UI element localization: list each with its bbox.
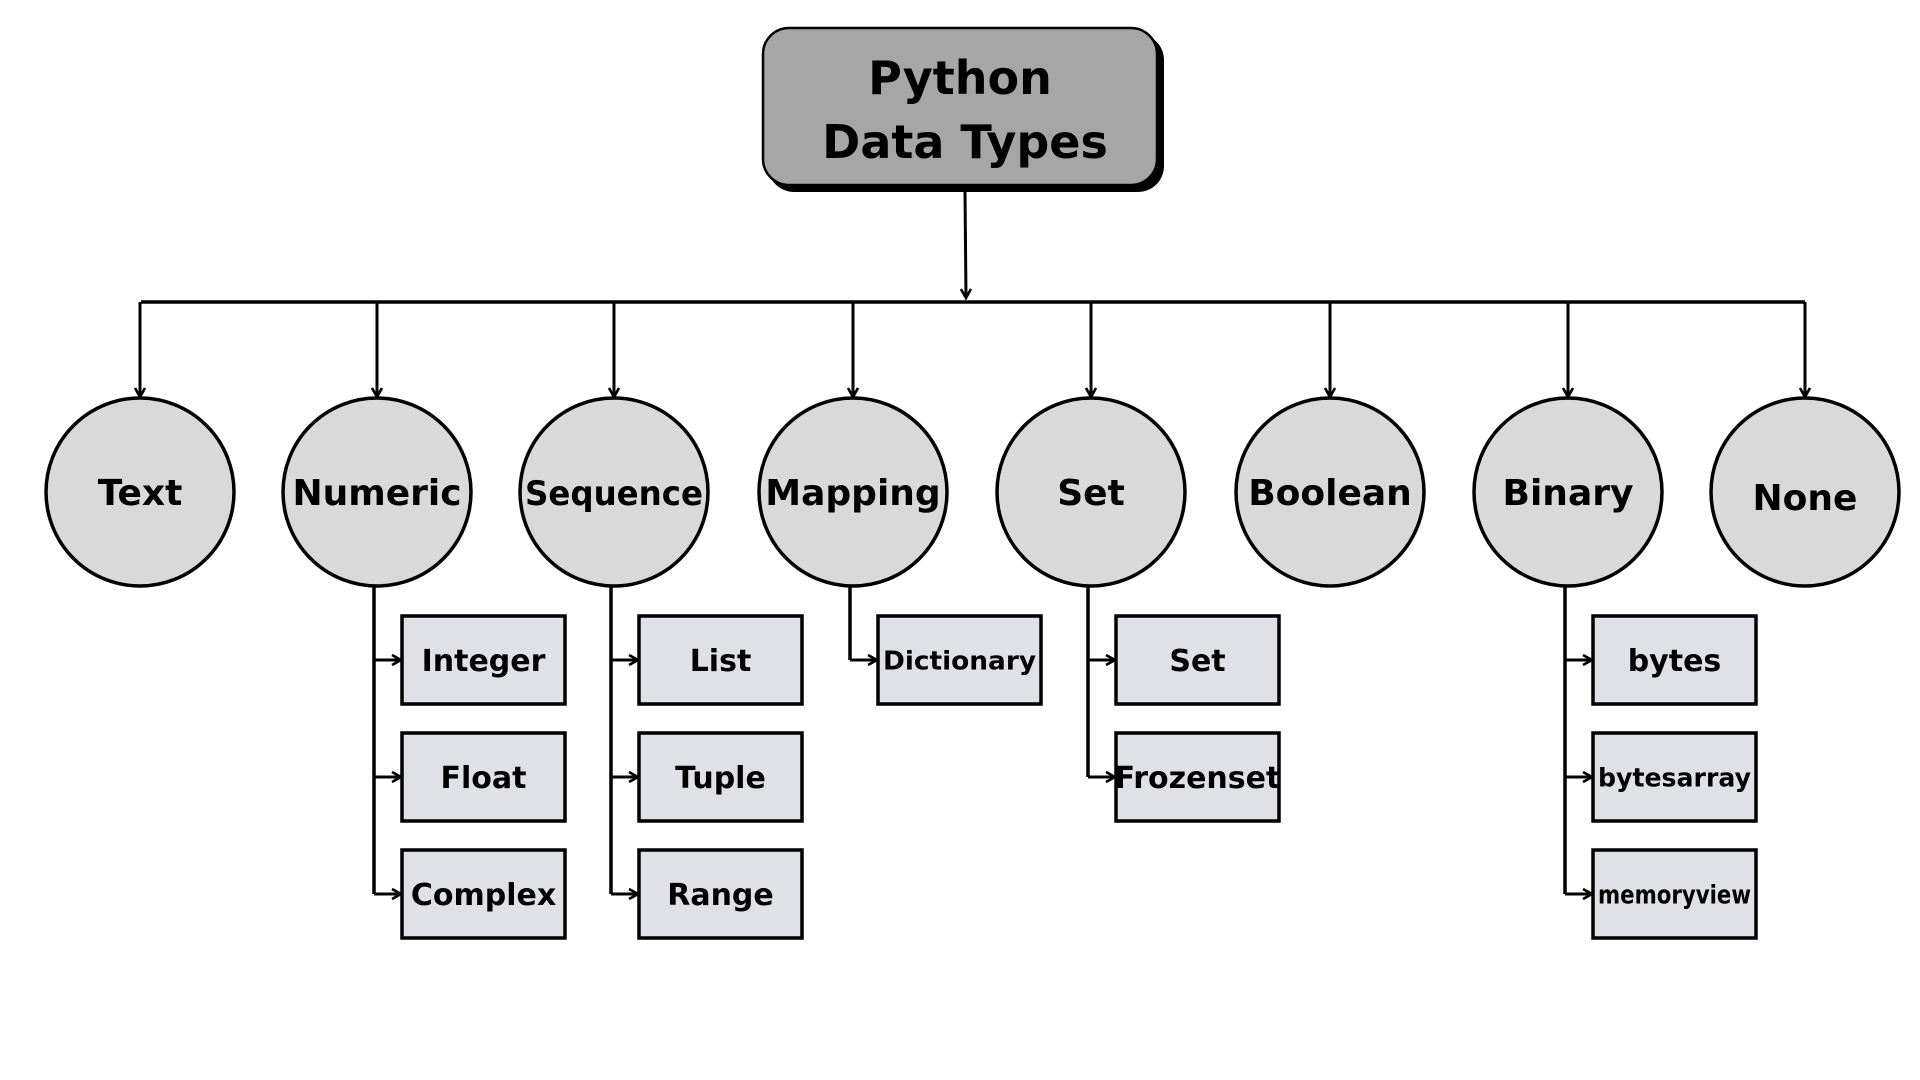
category-label: None	[1753, 478, 1858, 519]
category-circle	[757, 396, 949, 588]
category-circle	[281, 396, 473, 588]
subtype-box	[400, 614, 567, 706]
subtype-label: List	[690, 644, 752, 679]
subtype-label: Complex	[411, 878, 556, 913]
category-circle	[1234, 396, 1426, 588]
root-title-line1: Python	[868, 51, 1052, 105]
subtype-bytesarray: bytesarray	[1591, 731, 1758, 823]
subtype-tuple: Tuple	[637, 731, 804, 823]
root-title-line2: Data Types	[822, 115, 1108, 169]
subtype-memoryview: memoryview	[1591, 848, 1758, 940]
subtype-label: Tuple	[675, 761, 766, 796]
category-label: Numeric	[292, 473, 461, 514]
category-label: Binary	[1503, 473, 1634, 514]
category-circle	[518, 396, 710, 588]
subtype-box	[400, 731, 567, 823]
subtype-box	[400, 848, 567, 940]
subtype-box	[637, 731, 804, 823]
subtype-box	[637, 848, 804, 940]
subtype-label: bytesarray	[1598, 763, 1751, 793]
subtype-box	[637, 614, 804, 706]
subtype-box	[1114, 614, 1281, 706]
subtype-label: Float	[441, 761, 527, 796]
category-text: Text	[44, 302, 236, 588]
subtype-label: Frozenset	[1115, 761, 1281, 796]
category-circle	[1472, 396, 1664, 588]
category-label: Mapping	[765, 473, 940, 514]
root-node-box	[761, 26, 1159, 187]
subtype-bytes: bytes	[1591, 614, 1758, 706]
subtype-label: Range	[667, 878, 774, 913]
subtype-box	[876, 614, 1043, 706]
subtype-label: Set	[1169, 644, 1225, 679]
category-binary: Binary bytes bytesarray memoryview	[1472, 302, 1758, 940]
subtype-range: Range	[637, 848, 804, 940]
root-connector	[965, 191, 966, 298]
subtype-integer: Integer	[400, 614, 567, 706]
category-circle	[995, 396, 1187, 588]
subtype-complex: Complex	[400, 848, 567, 940]
subtype-frozenset: Frozenset	[1114, 731, 1281, 823]
category-circle	[1709, 396, 1901, 588]
subtype-label: memoryview	[1598, 880, 1751, 910]
subtype-label: bytes	[1628, 644, 1722, 679]
subtype-box	[1591, 848, 1758, 940]
subtype-set: Set	[1114, 614, 1281, 706]
subtype-dictionary: Dictionary	[876, 614, 1043, 706]
subtype-label: Dictionary	[883, 646, 1036, 676]
category-label: Boolean	[1248, 473, 1412, 514]
subtype-float: Float	[400, 731, 567, 823]
category-none: None	[1709, 302, 1901, 588]
category-label: Sequence	[525, 474, 703, 514]
subtype-box	[1591, 731, 1758, 823]
category-circle	[44, 396, 236, 588]
subtype-box	[1591, 614, 1758, 706]
category-label: Set	[1057, 473, 1125, 514]
category-boolean: Boolean	[1234, 302, 1426, 588]
category-label: Text	[98, 473, 183, 514]
subtype-list: List	[637, 614, 804, 706]
subtype-box	[1114, 731, 1281, 823]
root-node: Python Data Types	[761, 26, 1164, 192]
subtype-label: Integer	[422, 644, 546, 679]
